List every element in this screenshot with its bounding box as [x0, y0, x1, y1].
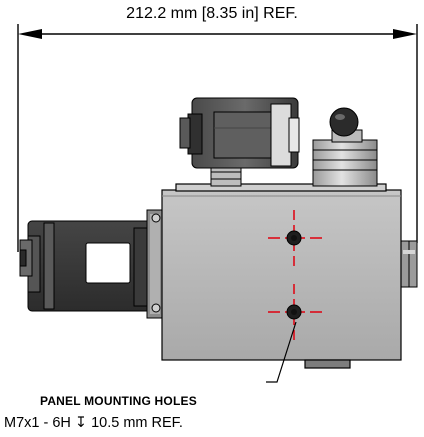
- limit-switch: [312, 107, 378, 187]
- valve-body-face: [161, 189, 402, 361]
- overall-length-dimension: 212.2 mm [8.35 in] REF.: [126, 5, 298, 22]
- right-port: [400, 240, 418, 288]
- valve-body: [161, 183, 402, 369]
- mounting-hole-top: [268, 210, 322, 266]
- callout-leader: [266, 321, 297, 383]
- dimension-line: [17, 24, 418, 252]
- thread-specification: M7x1 - 6H ↧ 10.5 mm REF.: [4, 415, 183, 431]
- roller-knob: [329, 107, 359, 137]
- arrowhead-right: [393, 29, 417, 39]
- solenoid-actuator: [179, 97, 300, 187]
- handle-grip-opening: [85, 242, 131, 284]
- arrowhead-left: [18, 29, 42, 39]
- mounting-hole-bottom: [268, 284, 322, 340]
- handle-assembly: [19, 209, 165, 319]
- panel-mounting-holes-callout: PANEL MOUNTING HOLES: [40, 394, 197, 408]
